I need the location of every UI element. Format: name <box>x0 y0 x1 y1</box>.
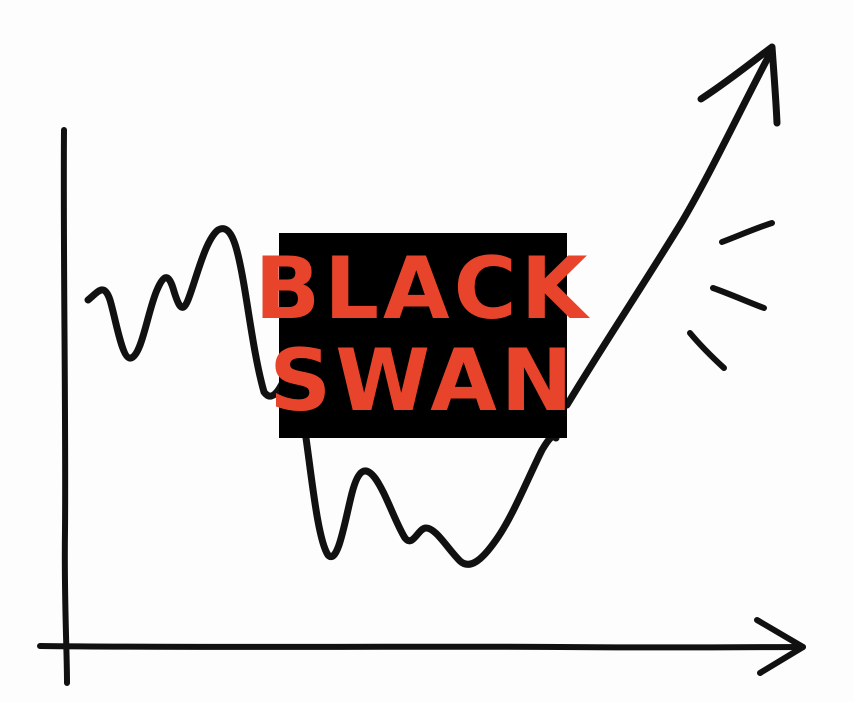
trend-arrowhead-icon <box>697 43 781 127</box>
x-axis-arrowhead-icon <box>754 617 806 676</box>
burst-stroke-bottom <box>687 330 727 371</box>
burst-stroke-middle <box>710 285 767 311</box>
x-axis-line <box>37 643 806 651</box>
trend-line-valley <box>302 433 560 568</box>
title-line-black: BLACK <box>254 239 592 339</box>
black-swan-label: BLACK SWAN <box>255 233 587 438</box>
trend-line-left <box>84 225 287 400</box>
y-axis-line <box>60 127 70 686</box>
trend-line-rise <box>563 46 776 409</box>
title-line-swan: SWAN <box>269 331 577 431</box>
burst-stroke-top <box>719 220 775 245</box>
